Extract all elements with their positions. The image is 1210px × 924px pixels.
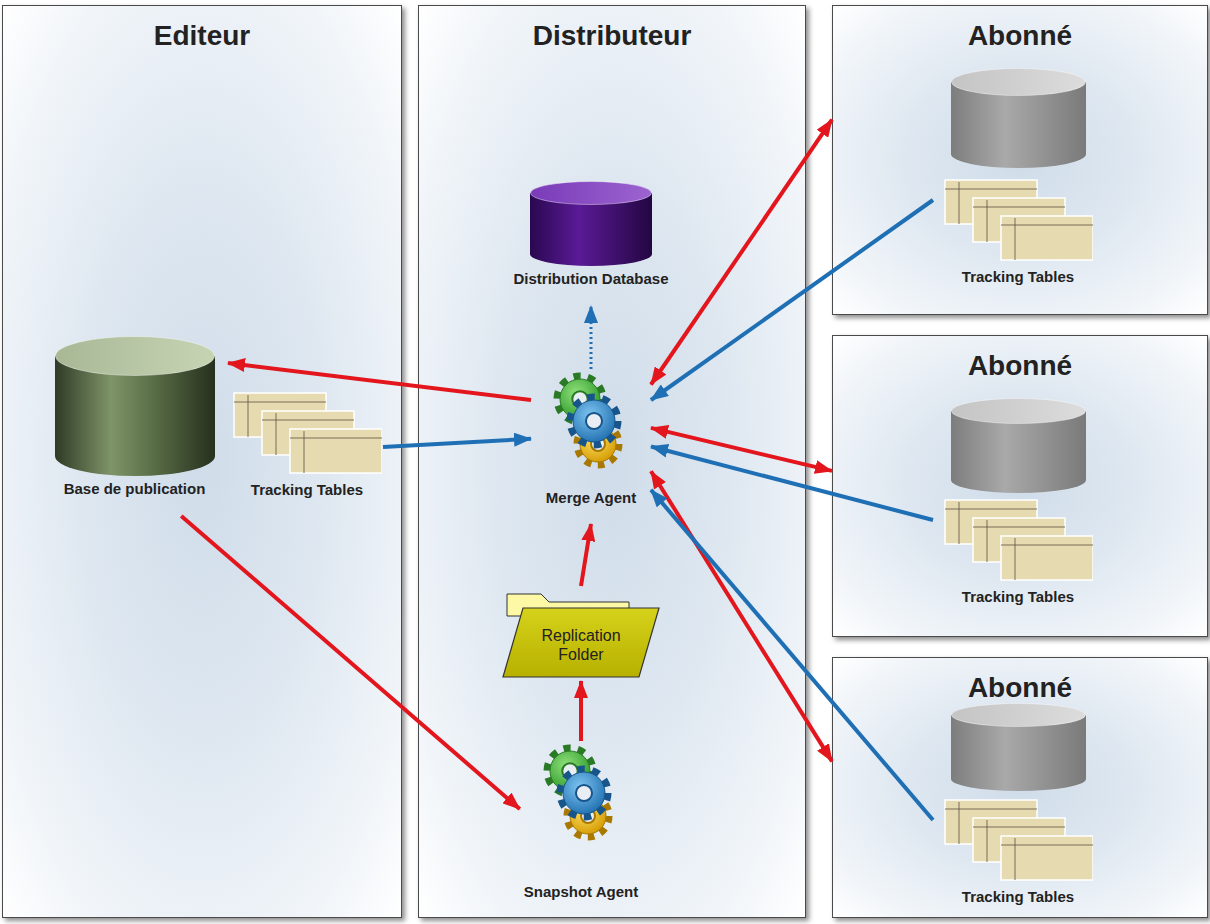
tracking-tables-label: Tracking Tables: [251, 481, 363, 499]
panel: AbonnéTracking Tables: [832, 657, 1208, 918]
cylinder-top: [952, 69, 1086, 96]
connector-arrow: [651, 447, 933, 521]
tracking-tables-node: Tracking Tables: [933, 498, 1103, 608]
tracking-tables-node: Tracking Tables: [231, 391, 383, 503]
panel-heading: Distributeur: [419, 6, 805, 52]
panel: EditeurBase de publication Tracking Table…: [2, 5, 402, 918]
connector-arrow: [651, 490, 933, 820]
table-rule: [987, 820, 988, 862]
agent-node: Merge Agent: [531, 369, 651, 524]
table-sheet: [1001, 216, 1093, 260]
subscriber-database: [951, 68, 1086, 168]
panel: DistributeurDistribution DatabaseMerge A…: [418, 5, 806, 918]
table-rule: [959, 182, 960, 224]
panel-heading: Abonné: [833, 6, 1207, 52]
database-label: Distribution Database: [513, 270, 668, 288]
cylinder-top: [531, 182, 652, 205]
table-rule: [987, 520, 988, 562]
folder-node: Replication Folder: [501, 586, 661, 681]
folder-front: [503, 608, 659, 677]
table-sheet: [1001, 536, 1093, 580]
database-cylinder: [55, 336, 215, 476]
tracking-tables-label: Tracking Tables: [962, 588, 1074, 606]
panel-heading: Editeur: [3, 6, 401, 52]
database-node: Base de publication: [41, 336, 228, 516]
table-sheet: [290, 429, 382, 473]
gears-icon: [526, 741, 636, 851]
gears-icon: [536, 369, 646, 479]
connector-arrow: [579, 681, 583, 741]
tracking-tables-node: Tracking Tables: [933, 798, 1103, 908]
table-rule: [959, 502, 960, 544]
database-label: Base de publication: [64, 480, 206, 498]
database-node: Distribution Database: [481, 181, 701, 306]
panel-heading: Abonné: [833, 336, 1207, 382]
connector-arrow: [228, 363, 531, 400]
connector-arrow: [383, 439, 531, 447]
panel-heading: Abonné: [833, 658, 1207, 704]
table-rule: [304, 431, 305, 473]
tracking-tables-label: Tracking Tables: [962, 268, 1074, 286]
agent-label: Merge Agent: [546, 489, 636, 507]
gear-teeth: [571, 398, 617, 444]
table-rule: [276, 413, 277, 455]
cylinder-top: [55, 337, 214, 376]
subscriber-database: [951, 703, 1086, 791]
cylinder-top: [952, 704, 1086, 727]
connector-arrow: [651, 428, 832, 471]
gear-body: [563, 772, 605, 814]
gear-hub: [586, 413, 602, 429]
table-sheet: [1001, 836, 1093, 880]
tracking-tables-icon: [232, 391, 382, 475]
tracking-tables-icon: [943, 178, 1093, 262]
connector-arrow: [581, 524, 591, 586]
panel: AbonnéTracking Tables: [832, 5, 1208, 315]
agent-node: Snapshot Agent: [520, 741, 642, 911]
table-rule: [959, 802, 960, 844]
table-rule: [1015, 218, 1016, 260]
table-rule: [1015, 838, 1016, 880]
table-rule: [248, 395, 249, 437]
connector-arrow: [651, 200, 933, 400]
gear-hub: [576, 785, 592, 801]
tracking-tables-label: Tracking Tables: [962, 888, 1074, 906]
database-cylinder: [530, 181, 652, 266]
tracking-tables-icon: [943, 798, 1093, 882]
subscriber-database: [951, 398, 1086, 493]
gear-teeth: [561, 770, 607, 816]
tracking-tables-icon: [943, 498, 1093, 582]
connector-arrow: [181, 516, 520, 809]
connector-arrow: [590, 306, 593, 369]
folder-label: Replication Folder: [525, 626, 637, 664]
panel: AbonnéTracking Tables: [832, 335, 1208, 637]
table-rule: [987, 200, 988, 242]
connector-arrow: [651, 471, 832, 761]
cylinder-top: [952, 399, 1086, 424]
agent-label: Snapshot Agent: [524, 883, 638, 901]
table-rule: [1015, 538, 1016, 580]
tracking-tables-node: Tracking Tables: [933, 178, 1103, 288]
connector-arrow: [651, 120, 832, 385]
gear-body: [573, 400, 615, 442]
